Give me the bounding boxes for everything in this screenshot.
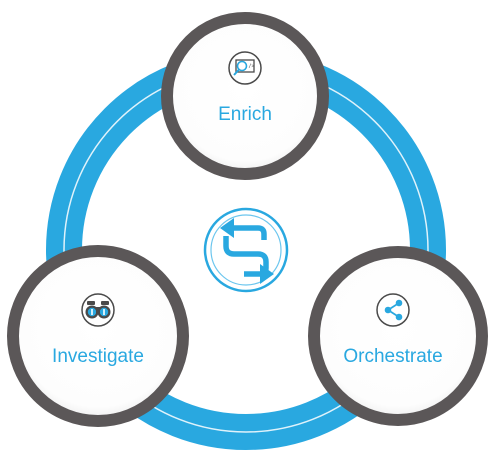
- node-label-investigate: Investigate: [52, 346, 144, 367]
- binoculars-icon: [81, 293, 115, 327]
- node-enrich: /> Enrich: [161, 12, 329, 180]
- svg-text:/>: />: [249, 64, 255, 70]
- code-search-icon: />: [228, 51, 262, 85]
- node-investigate: Investigate: [7, 245, 189, 427]
- node-orchestrate: Orchestrate: [308, 246, 488, 426]
- node-label-orchestrate: Orchestrate: [343, 346, 442, 367]
- node-label-enrich: Enrich: [218, 104, 272, 125]
- sync-arrows-icon: [203, 207, 289, 293]
- share-icon: [376, 293, 410, 327]
